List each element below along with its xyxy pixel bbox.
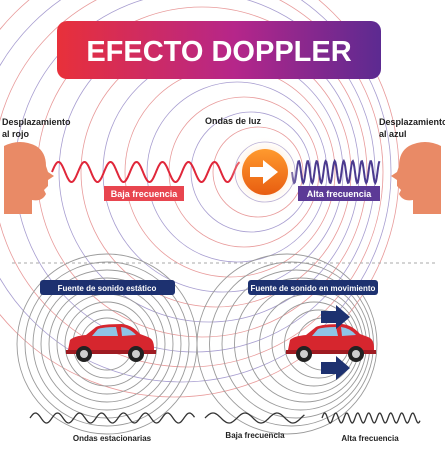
light-wave-ring — [212, 126, 304, 218]
svg-text:Baja frecuencia: Baja frecuencia — [111, 189, 179, 199]
stationary-wave — [29, 412, 196, 424]
page-title: EFECTO DOPPLER — [86, 36, 351, 68]
car-hubcap — [352, 350, 360, 358]
low-frequency-wave — [204, 412, 305, 424]
sound-wave-ring — [24, 261, 190, 427]
car-hubcap — [132, 350, 140, 358]
light-source-arrow-icon — [229, 136, 301, 208]
light-waves-label: Ondas de luz — [205, 116, 262, 126]
title-banner: EFECTO DOPPLER — [57, 21, 381, 79]
car-hubcap — [80, 350, 88, 358]
moving-source-header: Fuente de sonido en movimiento — [248, 280, 378, 295]
bottom-low-frequency-label: Baja frecuencia — [225, 431, 285, 440]
sound-wave-ring — [196, 253, 378, 435]
svg-text:Alta frecuencia: Alta frecuencia — [307, 189, 373, 199]
bottom-high-frequency-label: Alta frecuencia — [341, 434, 399, 443]
svg-text:Fuente de sonido en movimiento: Fuente de sonido en movimiento — [251, 284, 376, 293]
svg-text:Fuente de sonido estático: Fuente de sonido estático — [58, 284, 157, 293]
red-shift-label-line1: Desplazamiento — [2, 117, 71, 127]
car-icon — [66, 324, 156, 362]
sound-wave-ring — [40, 277, 174, 411]
motion-arrow-icon — [321, 356, 350, 380]
light-wave-ring — [0, 0, 384, 368]
blue-shift-label-line2: al azul — [379, 129, 407, 139]
red-shift-label-line2: al rojo — [2, 129, 30, 139]
car-window — [92, 327, 118, 336]
high-frequency-wave — [321, 412, 421, 424]
car-body — [288, 324, 374, 354]
motion-arrow-icon — [321, 305, 350, 329]
car-window — [341, 327, 356, 336]
blue-shift-label-line1: Desplazamiento — [379, 117, 445, 127]
car-bumper — [286, 350, 376, 354]
face-left-icon — [4, 142, 54, 214]
car-window — [312, 327, 338, 336]
car-window — [121, 327, 136, 336]
car-icon — [286, 324, 376, 362]
static-source-header: Fuente de sonido estático — [40, 280, 175, 295]
car-bumper — [66, 350, 156, 354]
stationary-waves-label: Ondas estacionarias — [73, 434, 152, 443]
high-frequency-label: Alta frecuencia — [298, 186, 380, 201]
car-body — [68, 324, 154, 354]
low-frequency-label: Baja frecuencia — [104, 186, 184, 201]
face-right-icon — [391, 142, 441, 214]
light-wave-ring — [0, 0, 392, 383]
blue-wave — [291, 158, 381, 186]
car-hubcap — [300, 350, 308, 358]
red-wave — [51, 160, 241, 184]
